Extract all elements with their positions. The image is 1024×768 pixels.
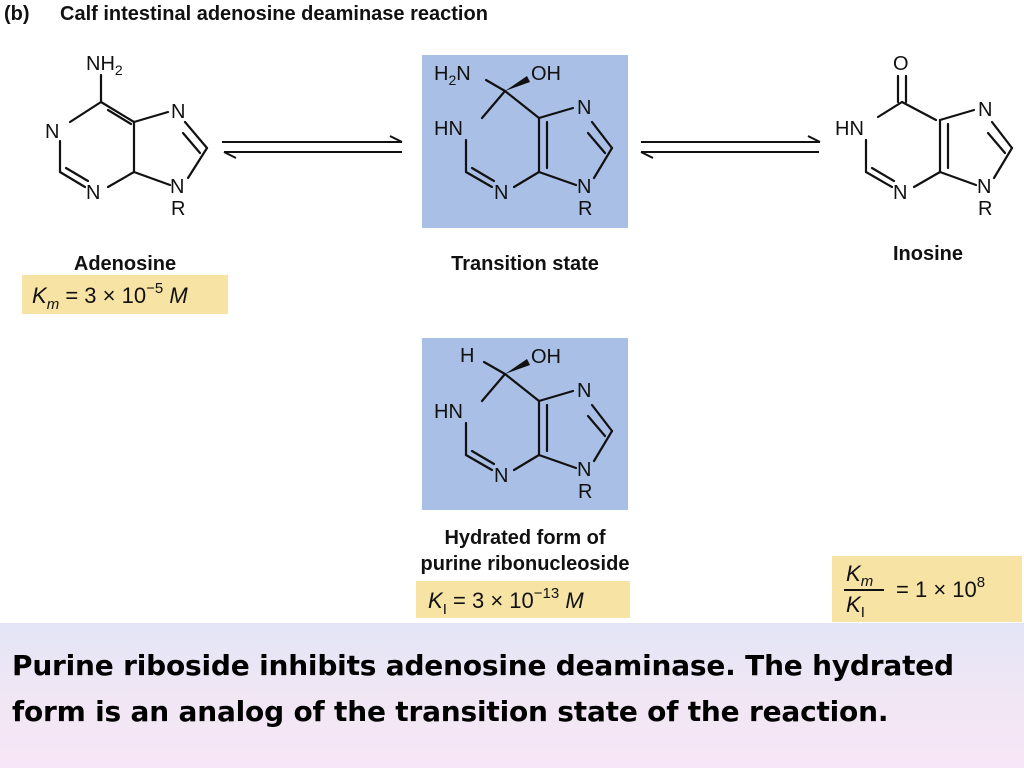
ki-box <box>416 581 630 618</box>
svg-text:N: N <box>577 380 591 402</box>
amino-group: H2N <box>434 63 471 88</box>
hydroxyl-group: OH <box>531 63 561 85</box>
inosine-label: Inosine <box>893 243 963 265</box>
km-box <box>22 275 228 314</box>
transition-state-structure: H2N OH HN N N N R <box>434 63 614 220</box>
inosine-structure: O HN N N N R <box>835 53 1014 220</box>
ki-value: KI = 3 × 10−13 M <box>428 585 584 618</box>
svg-text:HN: HN <box>835 118 864 140</box>
svg-text:= 1 × 108: = 1 × 108 <box>896 574 985 602</box>
svg-text:R: R <box>171 198 185 220</box>
transition-state-label: Transition state <box>451 253 599 275</box>
transition-state-box <box>422 55 628 228</box>
svg-text:N: N <box>494 182 508 204</box>
svg-text:N: N <box>978 99 992 121</box>
caption-banner: Purine riboside inhibits adenosine deami… <box>0 623 1024 768</box>
svg-text:N: N <box>577 97 591 119</box>
adenosine-structure: NH2 N N N N R <box>45 53 209 220</box>
svg-text:R: R <box>978 198 992 220</box>
adenosine-label: Adenosine <box>74 253 176 275</box>
amino-group: NH2 <box>86 53 123 78</box>
ratio-value: Km KI = 1 × 108 <box>844 561 985 621</box>
km-value: Km = 3 × 10−5 M <box>32 280 188 313</box>
svg-text:N: N <box>977 176 991 198</box>
equilibrium-arrow-1 <box>222 135 403 159</box>
svg-text:N: N <box>171 101 185 123</box>
svg-text:N: N <box>494 465 508 487</box>
svg-text:N: N <box>170 176 184 198</box>
svg-text:Km: Km <box>846 561 873 590</box>
svg-text:N: N <box>893 182 907 204</box>
svg-text:R: R <box>578 198 592 220</box>
hydrated-form-structure: H OH HN N N N R <box>434 345 614 503</box>
equilibrium-arrow-2 <box>640 135 821 159</box>
svg-text:N: N <box>45 121 59 143</box>
caption-text: Purine riboside inhibits adenosine deami… <box>12 649 954 728</box>
hydrated-form-label-line2: purine ribonucleoside <box>421 553 630 575</box>
hydrated-form-label-line1: Hydrated form of <box>444 527 605 549</box>
page-title: Calf intestinal adenosine deaminase reac… <box>60 3 488 25</box>
svg-text:KI: KI <box>846 592 865 621</box>
carbonyl-oxygen: O <box>893 53 909 75</box>
panel-label: (b) <box>4 3 30 25</box>
svg-text:N: N <box>86 182 100 204</box>
svg-text:H: H <box>460 345 474 367</box>
svg-text:HN: HN <box>434 118 463 140</box>
svg-text:HN: HN <box>434 401 463 423</box>
svg-text:R: R <box>578 481 592 503</box>
svg-text:N: N <box>577 459 591 481</box>
svg-text:N: N <box>577 176 591 198</box>
hydroxyl-group: OH <box>531 346 561 368</box>
